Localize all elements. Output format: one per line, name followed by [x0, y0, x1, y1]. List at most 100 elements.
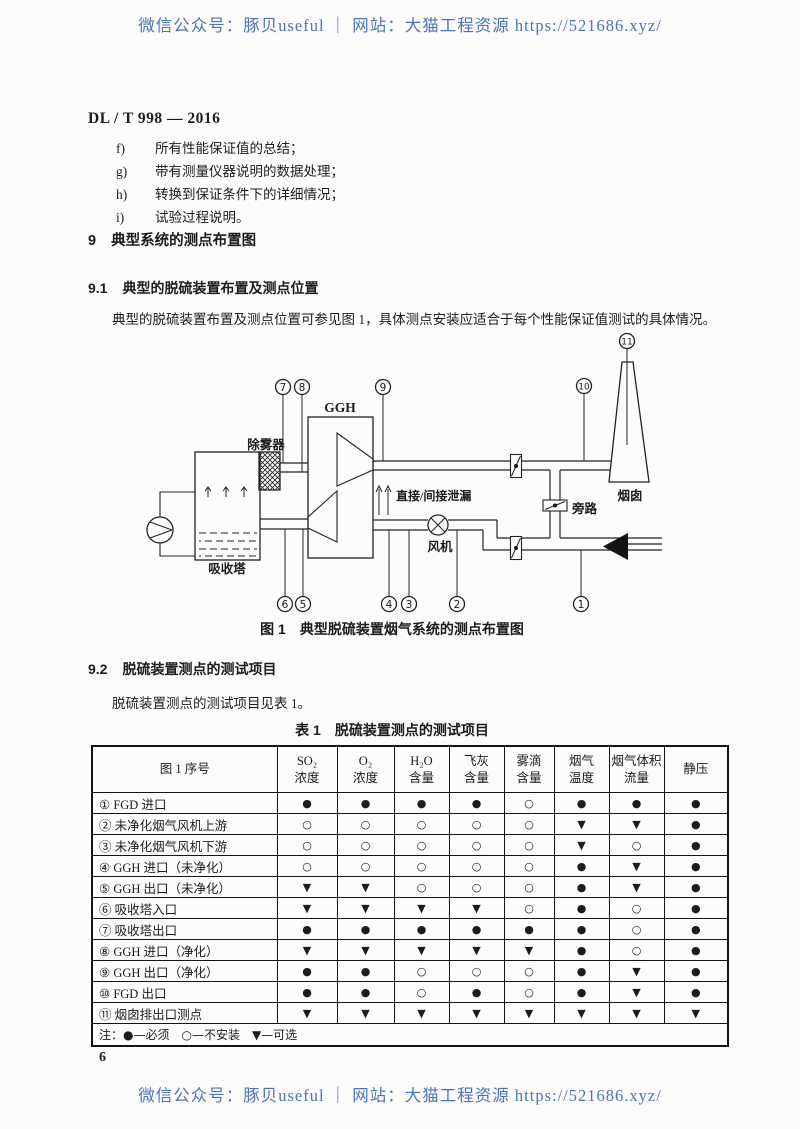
symbol-cell: ○ — [336, 813, 395, 835]
list-item-text: 试验过程说明。 — [155, 210, 250, 225]
header-gas-temp: 烟气温度 — [553, 745, 610, 793]
symbol-cell: ○ — [276, 855, 338, 877]
watermark-top: 微信公众号：豚贝useful ｜ 网站：大猫工程资源 https://52168… — [138, 16, 662, 35]
symbol-cell: ○ — [276, 813, 338, 835]
symbol-cell: ○ — [503, 792, 555, 814]
symbol-cell: ○ — [336, 834, 395, 856]
table-row: ⑩ FGD 出口●●○●○●▼● — [91, 981, 729, 1003]
section-9-2-paragraph: 脱硫装置测点的测试项目见表 1。 — [112, 696, 312, 711]
symbol-cell: ● — [336, 792, 395, 814]
fan-label: 风机 — [427, 539, 453, 554]
symbol-cell: ▼ — [553, 1002, 610, 1024]
symbol-cell: ▼ — [608, 960, 665, 982]
point-3: 3 — [406, 599, 413, 611]
symbol-cell: ○ — [503, 855, 555, 877]
fan-symbol — [427, 514, 449, 536]
section-number: 9.2 — [88, 661, 108, 677]
symbol-cell: ● — [336, 981, 395, 1003]
symbol-cell: ● — [336, 960, 395, 982]
symbol-cell: ▼ — [276, 897, 338, 919]
list-item-text: 所有性能保证值的总结； — [155, 141, 304, 156]
section-9-1-paragraph: 典型的脱硫装置布置及测点位置可参见图 1，具体测点安装应适合于每个性能保证值测试… — [112, 312, 717, 327]
demister-symbol — [258, 451, 281, 491]
symbol-cell: ▼ — [608, 855, 665, 877]
symbol-cell: ● — [553, 855, 610, 877]
symbol-cell: ▼ — [276, 939, 338, 961]
symbol-cell: ▼ — [503, 1002, 555, 1024]
table-1-title: 表 1 脱硫装置测点的测试项目 — [295, 722, 489, 738]
list-item-letter: f) — [116, 141, 125, 156]
symbol-cell: ● — [663, 834, 729, 856]
symbol-cell: ● — [553, 918, 610, 940]
point-7: 7 — [280, 382, 287, 394]
section-title: 典型系统的测点布置图 — [111, 233, 257, 249]
row-label: ⑦ 吸收塔出口 — [91, 918, 278, 940]
row-label: ④ GGH 进口（未净化） — [91, 855, 278, 877]
demister-label: 除雾器 — [247, 437, 285, 452]
symbol-cell: ● — [663, 792, 729, 814]
point-4: 4 — [386, 599, 393, 611]
symbol-cell: ○ — [393, 855, 450, 877]
table-body: ① FGD 进口●●●●○●●●② 未净化烟气风机上游○○○○○▼▼●③ 未净化… — [91, 792, 729, 1024]
point-1: 1 — [578, 599, 585, 611]
symbol-cell: ● — [663, 960, 729, 982]
symbol-cell: ▼ — [276, 876, 338, 898]
symbol-cell: ▼ — [336, 1002, 395, 1024]
point-5: 5 — [300, 599, 307, 611]
table-row: ⑧ GGH 进口（净化）▼▼▼▼▼●○● — [91, 939, 729, 961]
pump-symbol — [146, 491, 195, 557]
symbol-cell: ● — [276, 792, 338, 814]
symbol-cell: ○ — [503, 834, 555, 856]
row-label: ⑧ GGH 进口（净化） — [91, 939, 278, 961]
symbol-cell: ▼ — [336, 897, 395, 919]
list-item: h) 转换到保证条件下的详细情况； — [116, 183, 344, 206]
measurement-points: 1 2 3 4 5 6 7 8 9 10 11 — [274, 332, 636, 613]
leakage-label: 直接/间接泄漏 — [396, 488, 471, 503]
list-item: i)试验过程说明。 — [116, 206, 344, 229]
symbol-cell: ● — [663, 897, 729, 919]
list-item-text: 转换到保证条件下的详细情况； — [155, 187, 344, 202]
symbol-cell: ▼ — [448, 939, 505, 961]
leakage-arrows — [375, 484, 392, 515]
symbol-cell: ● — [663, 855, 729, 877]
list-item-letter: h) — [116, 187, 128, 202]
symbol-cell: ● — [503, 918, 555, 940]
figure-1-caption: 图 1 典型脱硫装置烟气系统的测点布置图 — [260, 621, 524, 637]
symbol-cell: ▼ — [336, 939, 395, 961]
symbol-cell: ▼ — [393, 1002, 450, 1024]
symbol-cell: ○ — [608, 918, 665, 940]
header-gas-volume-flow: 烟气体积流量 — [608, 745, 665, 793]
symbol-cell: ● — [553, 960, 610, 982]
symbol-cell: ○ — [393, 813, 450, 835]
symbol-cell: ● — [663, 876, 729, 898]
table-row: ⑥ 吸收塔入口▼▼▼▼○●○● — [91, 897, 729, 919]
symbol-cell: ▼ — [608, 813, 665, 835]
section-title: 脱硫装置测点的测试项目 — [122, 661, 277, 677]
symbol-cell: ▼ — [608, 1002, 665, 1024]
symbol-cell: ● — [663, 813, 729, 835]
table-row: ① FGD 进口●●●●○●●● — [91, 792, 729, 814]
symbol-cell: ▼ — [336, 876, 395, 898]
list-items: f)所有性能保证值的总结； g)带有测量仪器说明的数据处理； h)转换到保证条件… — [116, 137, 344, 229]
symbol-cell: ▼ — [553, 813, 610, 835]
header-figure-number: 图 1 序号 — [91, 745, 278, 793]
table-row: ⑨ GGH 出口（净化）●●○○○●▼● — [91, 960, 729, 982]
row-label: ⑥ 吸收塔入口 — [91, 897, 278, 919]
point-8: 8 — [299, 382, 306, 394]
symbol-cell: ● — [553, 981, 610, 1003]
point-9: 9 — [380, 382, 387, 394]
row-label: ⑩ FGD 出口 — [91, 981, 278, 1003]
symbol-cell: ○ — [448, 855, 505, 877]
section-9-2-heading: 9.2 脱硫装置测点的测试项目 — [88, 659, 276, 679]
symbol-cell: ○ — [336, 855, 395, 877]
section-number: 9 — [88, 233, 97, 249]
flue-gas-ducts — [260, 460, 662, 551]
row-label: ⑨ GGH 出口（净化） — [91, 960, 278, 982]
symbol-cell: ▼ — [553, 834, 610, 856]
symbol-cell: ▼ — [393, 939, 450, 961]
